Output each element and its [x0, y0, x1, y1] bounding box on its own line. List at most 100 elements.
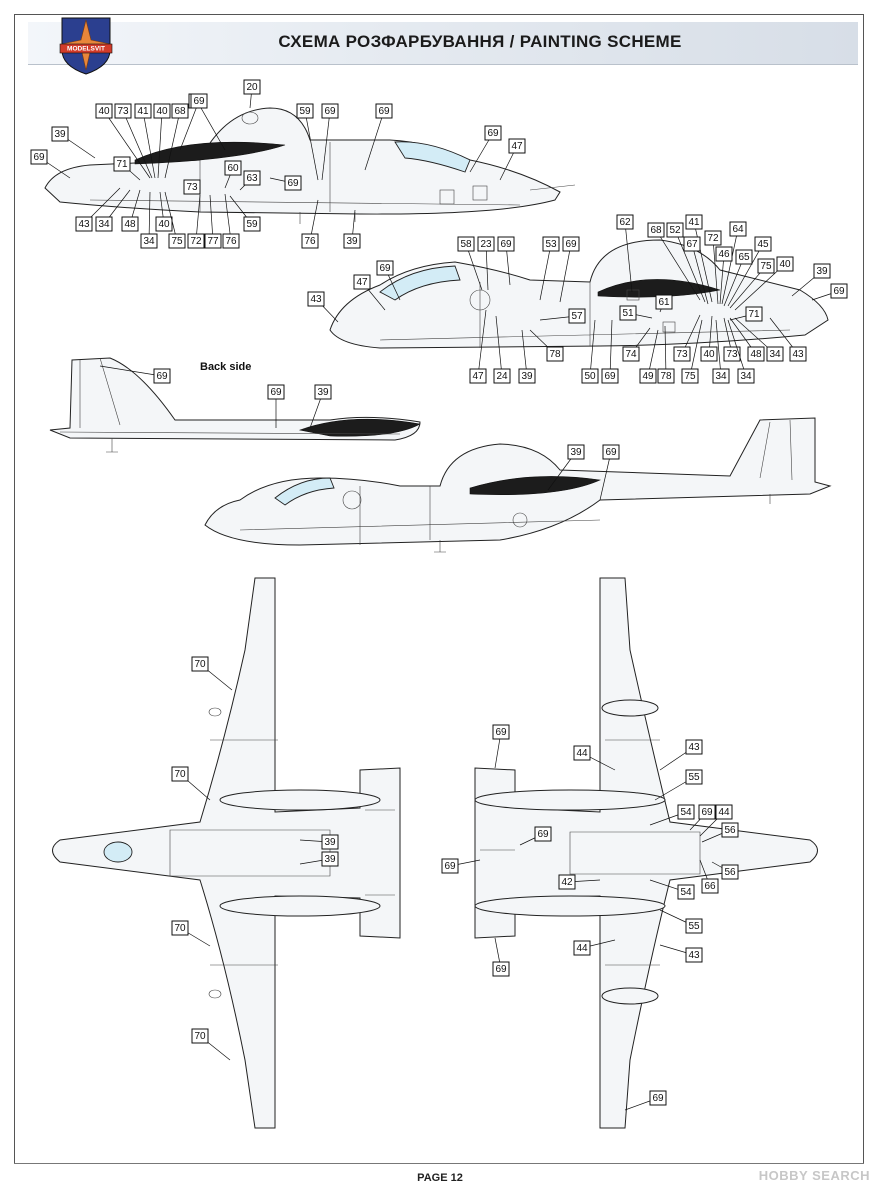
callout-leader-line: [664, 325, 667, 377]
callout-leader-line: [589, 319, 596, 377]
callout-number: 56: [724, 825, 736, 836]
callout-53: 53: [542, 236, 560, 252]
callout-72: 72: [704, 230, 722, 246]
callout-number: 69: [444, 861, 456, 872]
callout-73: 73: [673, 346, 691, 362]
callout-66: 66: [701, 878, 719, 894]
callout-leader-line: [721, 228, 739, 305]
callout-leader-line: [164, 191, 178, 242]
callout-74: 74: [622, 346, 640, 362]
callout-number: 67: [686, 239, 698, 250]
callout-69: 69: [441, 858, 459, 874]
callout-number: 42: [561, 877, 573, 888]
header-band: [28, 22, 858, 65]
callout-number: 75: [171, 236, 183, 247]
callout-number: 39: [324, 854, 336, 865]
callout-number: 69: [378, 106, 390, 117]
callout-47: 47: [508, 138, 526, 154]
callout-leader-line: [674, 229, 706, 303]
callout-70: 70: [171, 920, 189, 936]
callout-44: 44: [573, 745, 591, 761]
callout-34: 34: [737, 368, 755, 384]
callout-69: 69: [492, 961, 510, 977]
callout-number: 74: [625, 349, 637, 360]
callout-number: 61: [658, 297, 670, 308]
callout-73: 73: [183, 179, 201, 195]
callout-leader-line: [209, 194, 214, 242]
callout-48: 48: [121, 216, 139, 232]
callout-42: 42: [558, 874, 576, 890]
callout-number: 70: [174, 923, 186, 934]
callout-41: 41: [134, 103, 152, 119]
callout-39: 39: [321, 834, 339, 850]
callout-number: 49: [642, 371, 654, 382]
callout-leader-line: [559, 243, 572, 303]
callout-39: 39: [321, 851, 339, 867]
callout-number: 24: [496, 371, 508, 382]
callout-number: 69: [495, 727, 507, 738]
callout-number: 69: [495, 964, 507, 975]
callout-number: 43: [78, 219, 90, 230]
callout-59: 59: [243, 216, 261, 232]
callout-number: 66: [704, 881, 716, 892]
callout-number: 50: [584, 371, 596, 382]
callout-leader-line: [521, 329, 528, 377]
callout-34: 34: [95, 216, 113, 232]
callout-59: 59: [296, 103, 314, 119]
callout-leader-line: [157, 110, 163, 179]
callout-number: 70: [174, 769, 186, 780]
callout-40: 40: [95, 103, 113, 119]
callout-leader-line: [693, 221, 713, 303]
callout-number: 69: [537, 829, 549, 840]
callout-number: 39: [54, 129, 66, 140]
callout-leader-line: [689, 319, 703, 377]
callout-number: 71: [748, 309, 760, 320]
callout-number: 41: [688, 217, 700, 228]
callout-leader-line: [465, 243, 483, 291]
callout-leader-line: [727, 319, 747, 377]
callout-69: 69: [601, 368, 619, 384]
callout-number: 44: [718, 807, 730, 818]
callout-leader-line: [103, 110, 151, 179]
callout-40: 40: [155, 216, 173, 232]
aircraft-back-side-view: [49, 357, 421, 453]
callout-number: 45: [757, 239, 769, 250]
callout-leader-line: [691, 243, 709, 305]
callout-number: 69: [565, 239, 577, 250]
callout-leader-line: [734, 263, 786, 311]
callout-number: 39: [816, 266, 828, 277]
svg-text:MODELSVIT: MODELSVIT: [67, 46, 105, 53]
callout-number: 69: [287, 178, 299, 189]
callout-71: 71: [113, 156, 131, 172]
callout-number: 69: [652, 1093, 664, 1104]
callout-number: 44: [576, 943, 588, 954]
callout-leader-line: [723, 256, 745, 307]
callout-leader-line: [142, 110, 156, 179]
callout-69: 69: [30, 149, 48, 165]
callout-number: 72: [190, 236, 202, 247]
callout-69: 69: [484, 125, 502, 141]
callout-48: 48: [747, 346, 765, 362]
callout-69: 69: [376, 260, 394, 276]
callout-39: 39: [567, 444, 585, 460]
callout-68: 68: [171, 103, 189, 119]
modelsvit-logo: MODELSVIT: [59, 17, 113, 75]
callout-39: 39: [518, 368, 536, 384]
callout-number: 57: [571, 311, 583, 322]
callout-71: 71: [745, 306, 763, 322]
callout-leader-line: [712, 237, 719, 305]
callout-70: 70: [171, 766, 189, 782]
footer-rule: [14, 1163, 864, 1164]
callout-49: 49: [639, 368, 657, 384]
callout-number: 40: [98, 106, 110, 117]
callout-41: 41: [685, 214, 703, 230]
callout-69: 69: [649, 1090, 667, 1106]
callout-leader-line: [624, 221, 633, 293]
callout-39: 39: [343, 233, 361, 249]
callout-number: 69: [487, 128, 499, 139]
aircraft-left-side-view-2: [204, 417, 832, 553]
callout-70: 70: [191, 656, 209, 672]
aircraft-top-view: [52, 577, 401, 1129]
callout-40: 40: [153, 103, 171, 119]
callout-number: 59: [246, 219, 258, 230]
